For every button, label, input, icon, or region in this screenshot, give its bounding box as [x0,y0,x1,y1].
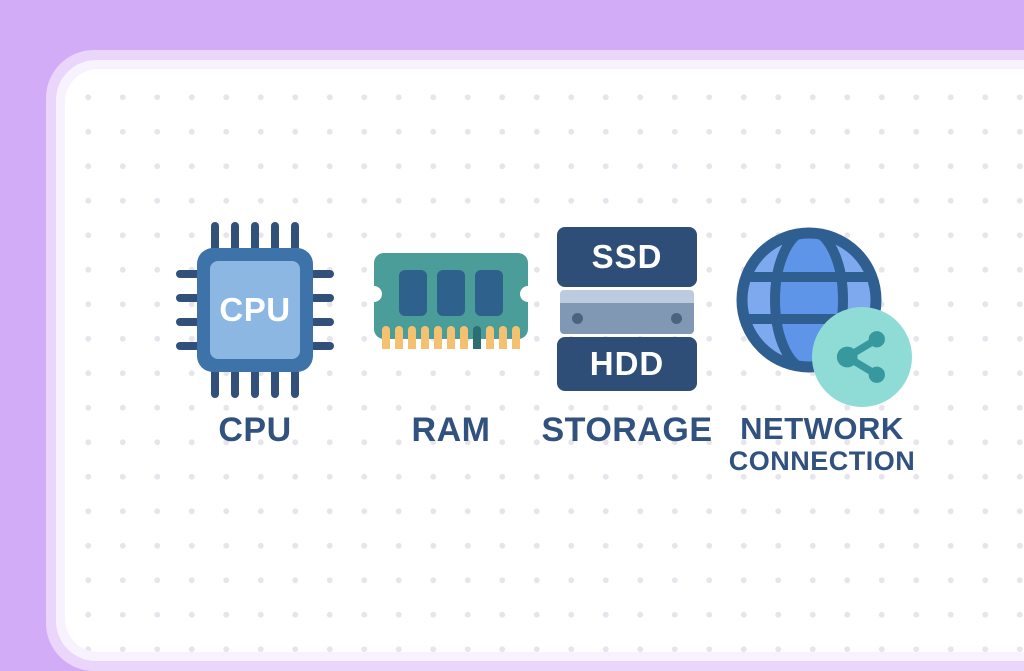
cpu-chip-text: CPU [210,261,300,359]
ram-notch-left [366,286,382,302]
storage-label: STORAGE [541,411,713,449]
cpu-pins-left [176,248,206,372]
ram-label: RAM [411,411,491,449]
cpu-pins-top [197,222,313,252]
ram-memory-chips [374,270,528,316]
cpu-pins-right [304,248,334,372]
cpu-pins-bottom [197,368,313,398]
ram-module-icon [366,253,536,352]
storage-drives-icon: SSD HDD [557,227,697,391]
share-icon [836,331,885,383]
drive-body [560,303,694,334]
share-badge [812,307,912,407]
network-label-line2: CONNECTION [728,446,916,476]
drive-lid [560,290,694,303]
globe-icon [736,227,882,373]
drive-enclosure [560,290,694,334]
ram-notch-right [520,286,536,302]
cpu-chip-icon: CPU [176,222,334,398]
globe-share-icon [735,227,913,409]
ssd-block: SSD [557,227,697,287]
network-label-line1: NETWORK [740,411,904,446]
cpu-chip-body: CPU [197,248,313,372]
hdd-block: HDD [557,337,697,391]
cpu-label: CPU [218,411,292,449]
drive-screw-left [572,313,583,324]
ram-connector-pins [382,326,520,349]
drive-screw-right [671,313,682,324]
